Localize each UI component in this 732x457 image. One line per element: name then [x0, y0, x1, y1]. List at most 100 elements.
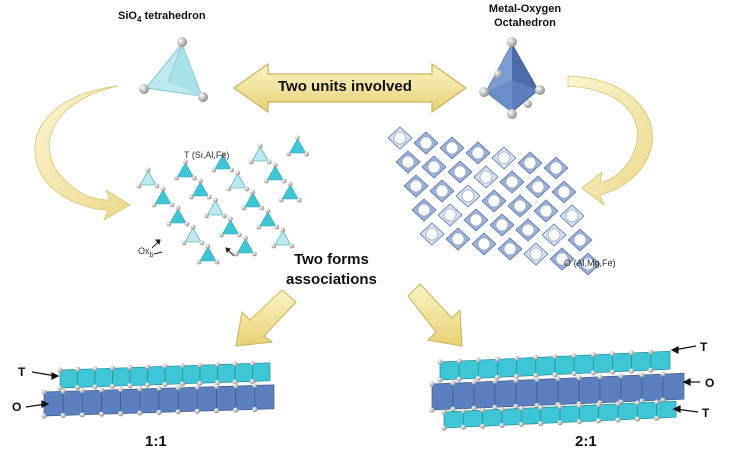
oxygen-atom	[552, 354, 558, 360]
tetrahedron-unit	[214, 154, 232, 170]
tetrahedron-title-suffix: tetrahedron	[141, 10, 206, 22]
oxygen-atom	[460, 408, 466, 414]
polyhedron-face	[196, 386, 217, 412]
polyhedron-face	[462, 409, 484, 428]
oxygen-atom	[629, 368, 635, 374]
oxygen-atom	[136, 183, 142, 189]
oxygen-atom	[263, 178, 269, 184]
oxygen-atom	[518, 405, 524, 411]
oxygen-atom	[162, 363, 168, 369]
polyhedron-face	[650, 350, 671, 371]
polyhedron-face	[631, 351, 652, 372]
oxygen-atom	[249, 378, 256, 384]
polyhedron-face	[501, 408, 522, 426]
oxygen-atom	[127, 365, 133, 371]
down-arrow-left	[235, 289, 297, 347]
oxygen-atom	[518, 421, 524, 427]
oxygen-atom	[162, 381, 168, 387]
oxygen-atom	[629, 350, 635, 356]
oxygen-atom	[74, 366, 81, 372]
polyhedron-face	[636, 401, 658, 420]
oxygen-atom	[175, 385, 181, 391]
layer-pointer-arrows	[25, 345, 700, 413]
polyhedron-face	[599, 375, 622, 404]
oxygen-atom	[189, 194, 194, 200]
oxygen-atom	[281, 178, 287, 184]
oxygen-atom	[475, 357, 481, 363]
tetrahedron-unit	[281, 184, 299, 200]
tetrahedron-unit	[221, 219, 239, 235]
oxygen-atom	[499, 406, 505, 412]
oxygen-atom	[289, 243, 295, 249]
oxygen-atom	[184, 221, 190, 227]
ring-hole	[427, 160, 441, 174]
oxygen-atom	[226, 186, 232, 192]
oxygen-atom	[533, 372, 539, 379]
polyhedron-face	[182, 364, 201, 385]
polyhedron-face	[598, 403, 619, 422]
polyhedron-face	[254, 384, 275, 410]
oxygen-atom	[127, 383, 133, 389]
oxygen-atom	[295, 135, 300, 141]
polyhedron-face	[656, 400, 677, 419]
polyhedron-face	[431, 382, 454, 411]
basal-oxygen-label: Oxb	[138, 246, 153, 259]
oxygen-atom	[169, 202, 175, 208]
two-units-involved-label: Two units involved	[278, 78, 412, 95]
ring-hole	[425, 227, 439, 241]
curved-arrow-right	[567, 75, 653, 207]
ring-hole	[529, 247, 543, 261]
oxygen-atom	[194, 408, 200, 414]
polyhedron-face	[559, 405, 580, 423]
oxygen-atom	[271, 243, 277, 249]
octahedron-title-line1: Metal-Oxygen	[488, 3, 562, 15]
octahedral-sheet	[387, 126, 601, 276]
right-bottom-t-layer-label: T	[702, 406, 710, 420]
polyhedron-face	[147, 366, 166, 386]
oxygen-atom	[213, 408, 220, 414]
oxygen-atom	[213, 384, 220, 390]
oxygen-atom	[60, 388, 66, 394]
ring-hole	[487, 194, 501, 208]
ring-hole	[557, 185, 571, 199]
oxygen-atom	[252, 382, 258, 388]
oxygen-atom	[252, 406, 258, 412]
polyhedron-face	[497, 358, 518, 378]
oxygen-atom	[514, 373, 520, 379]
oxygen-atom	[211, 167, 217, 173]
oxygen-atom	[179, 363, 186, 369]
octahedron-title-line2: Octahedron	[494, 17, 556, 29]
ring-hole	[477, 237, 491, 251]
polyhedron-face	[81, 389, 102, 416]
oxygen-atom	[437, 377, 443, 383]
tetrahedron-unit	[199, 246, 217, 262]
oxygen-atom	[278, 197, 284, 203]
oxygen-atom	[194, 384, 200, 390]
oxygen-atom	[259, 205, 265, 211]
oxygen-atom	[181, 240, 187, 246]
tetrahedron-title-prefix: SiO	[118, 10, 137, 22]
polyhedron-face	[77, 368, 96, 388]
oxygen-atom	[118, 411, 124, 417]
curved-arrow-left	[34, 85, 131, 221]
oxygen-atom	[74, 384, 81, 390]
ring-hole	[497, 151, 511, 165]
oxygen-atom	[92, 366, 98, 372]
associations-line1: Two forms	[294, 251, 369, 268]
polyhedron-face	[641, 373, 664, 402]
polyhedron-face	[112, 367, 131, 387]
polyhedron-face	[234, 363, 253, 383]
oxygen-atom	[257, 143, 263, 149]
oxygen-atom	[175, 409, 181, 415]
ring-hole	[445, 141, 459, 155]
oxygen-atom	[576, 375, 582, 381]
polyhedron-face	[482, 408, 503, 427]
oxygen-atom	[183, 159, 188, 165]
oxygen-atom	[237, 232, 242, 238]
oxygen-atom	[250, 189, 256, 195]
tetrahedron-unit	[176, 162, 194, 178]
oxygen-atom	[98, 387, 105, 393]
oxygen-atom	[229, 167, 235, 173]
ring-hole	[451, 232, 465, 246]
